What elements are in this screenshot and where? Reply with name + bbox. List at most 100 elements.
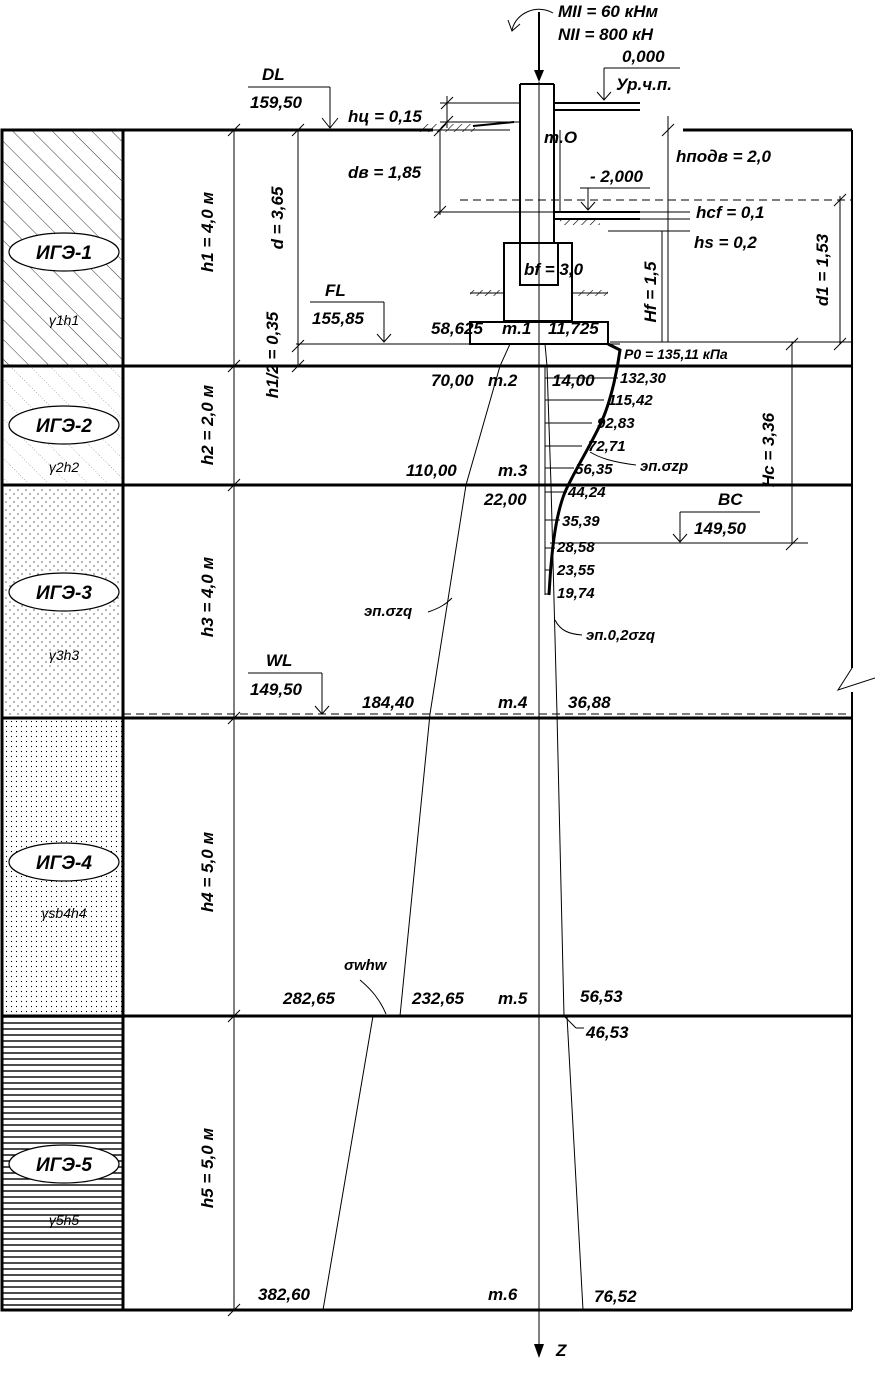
- dim-hbasement: hподв = 2,0: [676, 147, 771, 166]
- point-1: m.1: [502, 319, 531, 338]
- sigma-02zg-values: 11,725 14,00 22,00 36,88 56,53 46,53 76,…: [483, 319, 637, 1306]
- normal-load: NII = 800 кН: [558, 25, 654, 44]
- moment-load: MII = 60 кНм: [558, 2, 659, 21]
- sigma-zp-7: 35,39: [562, 513, 600, 530]
- sigma-zp-4: 72,71: [588, 438, 626, 455]
- basement-level: - 2,000: [590, 167, 643, 186]
- layer-4-name: ИГЭ-4: [36, 853, 92, 874]
- dim-Hf: Hf = 1,5: [641, 261, 660, 322]
- wl-label: WL: [266, 651, 292, 670]
- label-zp: эп.σzp: [640, 458, 688, 475]
- layer-1-thickness: h1 = 4,0 м: [198, 192, 217, 273]
- p0: P0 = 135,11 кПа: [624, 346, 728, 362]
- sigma-zp-2: 115,42: [608, 392, 653, 409]
- sigma-zg-5w: 282,65: [282, 989, 336, 1008]
- sigma-02zg-3: 22,00: [483, 490, 527, 509]
- bc-level: BC 149,50: [550, 490, 808, 544]
- stress-lines: [322, 343, 584, 1311]
- dim-hcf: hcf = 0,1: [696, 203, 765, 222]
- bc-value: 149,50: [694, 519, 747, 538]
- dim-Hc: Hc = 3,36: [759, 412, 778, 487]
- soil-column: [0, 128, 125, 1312]
- dim-hs: hs = 0,2: [694, 233, 757, 252]
- loads: MII = 60 кНм NII = 800 кН: [507, 2, 659, 82]
- basement-dims: hподв = 2,0 - 2,000 hcf = 0,1 hs = 0,2 H…: [460, 116, 852, 351]
- point-4: m.4: [498, 693, 528, 712]
- sigma-zp-8: 28,58: [556, 539, 595, 556]
- fl-value: 155,85: [312, 309, 365, 328]
- zero-value: 0,000: [622, 47, 665, 66]
- point-O: m.O: [544, 128, 577, 147]
- point-2: m.2: [488, 371, 518, 390]
- layer-3-name: ИГЭ-3: [36, 583, 92, 604]
- sigma-zp-1: 132,30: [620, 370, 667, 387]
- dim-bf: bf = 3,0: [524, 260, 584, 279]
- sigma-zg-3: 110,00: [406, 461, 457, 480]
- layer-boundaries: [123, 128, 875, 1312]
- dim-db: dв = 1,85: [348, 163, 422, 182]
- point-labels: m.1 m.2 m.3 m.4 m.5 m.6: [488, 319, 531, 1304]
- sigma-02zg-2: 14,00: [552, 371, 595, 390]
- ground-surface: [420, 121, 515, 132]
- sigma-zg-1: 58,625: [431, 319, 484, 338]
- sigma-02zg-1: 11,725: [548, 319, 599, 338]
- dim-d1: d1 = 1,53: [813, 233, 832, 306]
- bc-label: BC: [718, 490, 743, 509]
- layer-4-gamma: γsb4h4: [41, 905, 86, 921]
- wl-value: 149,50: [250, 680, 303, 699]
- dl-level: DL 159,50: [248, 65, 339, 129]
- fl-label: FL: [325, 281, 346, 300]
- layer-2-thickness: h2 = 2,0 м: [198, 385, 217, 466]
- sigma-zp-9: 23,55: [556, 562, 595, 579]
- layer-4-thickness: h4 = 5,0 м: [198, 832, 217, 913]
- fl-level: FL 155,85: [296, 281, 470, 345]
- wl-level: WL 149,50: [123, 651, 852, 715]
- dl-value: 159,50: [250, 93, 303, 112]
- hc-dimension: Hc = 3,36: [759, 337, 799, 551]
- layer-3-gamma: γ3h3: [49, 647, 80, 663]
- column-dims: hц = 0,15 dв = 1,85 m.O: [348, 96, 577, 219]
- point-5: m.5: [498, 989, 528, 1008]
- sigma-zp-5: 56,35: [575, 461, 613, 478]
- label-zq02: эп.0,2σzq: [586, 627, 655, 644]
- layer-3-thickness: h3 = 4,0 м: [198, 557, 217, 638]
- sigma-zp-6: 44,24: [567, 484, 606, 501]
- layer-2-gamma: γ2h2: [49, 459, 80, 475]
- dim-d: d = 3,65: [268, 186, 287, 249]
- sigma-zg-4: 184,40: [362, 693, 415, 712]
- label-zq: эп.σzq: [364, 603, 412, 620]
- layer-2-name: ИГЭ-2: [36, 416, 92, 437]
- sigma-zp-diagram: [544, 342, 622, 596]
- sigma-zp-values: P0 = 135,11 кПа 132,30 115,42 92,83 72,7…: [556, 346, 728, 602]
- dl-label: DL: [262, 65, 285, 84]
- layer-5-thickness: h5 = 5,0 м: [198, 1128, 217, 1209]
- sigma-zg-2: 70,00: [431, 371, 474, 390]
- sigma-zg-6: 382,60: [258, 1285, 311, 1304]
- sigma-02zg-5w: 46,53: [585, 1023, 629, 1042]
- layer-1-gamma: γ1h1: [49, 312, 79, 328]
- curve-labels: эп.σzp эп.σzq эп.0,2σzq σwhw: [344, 451, 688, 1015]
- point-6: m.6: [488, 1285, 518, 1304]
- layer-5-name: ИГЭ-5: [36, 1155, 92, 1176]
- sigma-02zg-5: 56,53: [580, 987, 623, 1006]
- layer-thickness-labels: h1 = 4,0 м h2 = 2,0 м h3 = 4,0 м h4 = 5,…: [198, 192, 217, 1209]
- sigma-02zg-6: 76,52: [594, 1287, 637, 1306]
- sigma-02zg-4: 36,88: [568, 693, 611, 712]
- dim-hc: hц = 0,15: [348, 107, 422, 126]
- sigma-zg-5: 232,65: [411, 989, 465, 1008]
- layer-1-name: ИГЭ-1: [36, 243, 92, 264]
- layer-labels: ИГЭ-1 γ1h1 ИГЭ-2 γ2h2 ИГЭ-3 γ3h3 ИГЭ-4 γ…: [8, 232, 120, 1228]
- label-water: σwhw: [344, 957, 388, 974]
- layer-5-gamma: γ5h5: [49, 1212, 80, 1228]
- dim-h1-half: h1/2 = 0,35: [263, 311, 282, 398]
- axis-z: Z: [534, 82, 567, 1360]
- sigma-zp-3: 92,83: [597, 415, 635, 432]
- depth-dimensions: d = 3,65 h1/2 = 0,35: [263, 123, 305, 398]
- sigma-zg-values: 58,625 70,00 110,00 184,40 232,65 282,65…: [258, 319, 484, 1304]
- sigma-zp-10: 19,74: [557, 585, 595, 602]
- thickness-ticks: [227, 123, 241, 1317]
- zero-level: 0,000 Ур.ч.п.: [596, 47, 680, 101]
- floor-label: Ур.ч.п.: [616, 75, 672, 94]
- axis-label: Z: [555, 1341, 567, 1360]
